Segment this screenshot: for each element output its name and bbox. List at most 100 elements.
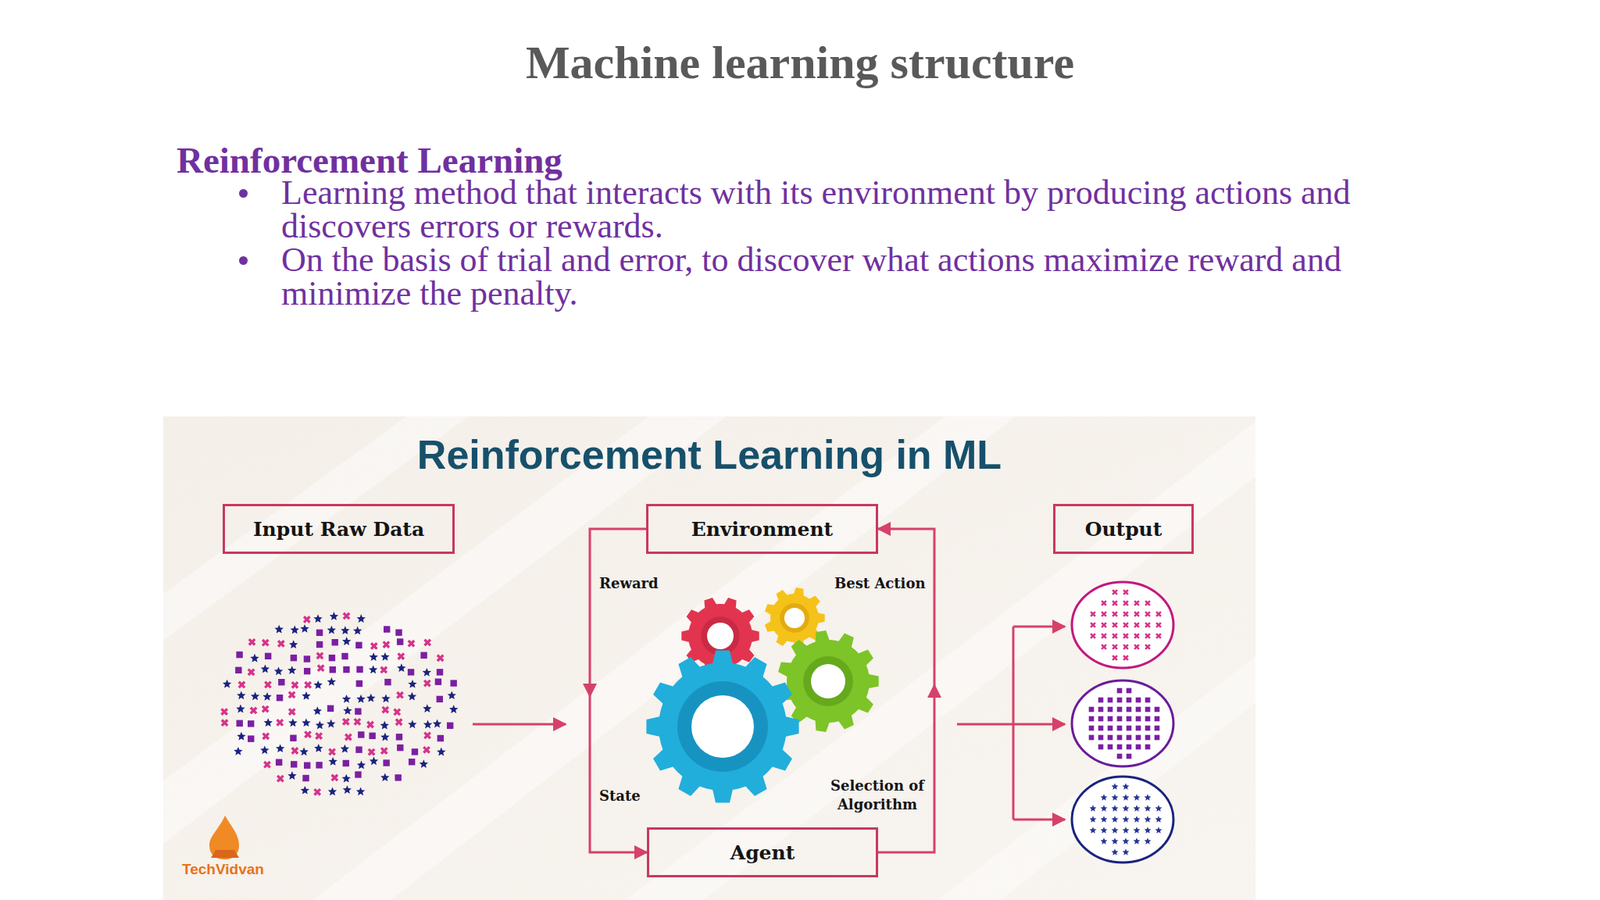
star-mark <box>1122 837 1130 845</box>
cross-mark <box>1121 609 1131 619</box>
cross-mark <box>1088 620 1098 630</box>
bullet-dot <box>239 256 248 265</box>
square-mark <box>354 771 361 778</box>
star-mark <box>329 611 339 621</box>
star-mark <box>1100 804 1108 812</box>
raw-data-cloud <box>218 610 459 798</box>
square-mark <box>356 680 363 687</box>
cross-mark <box>262 678 275 691</box>
square-mark <box>1145 707 1151 713</box>
cross-mark <box>1110 598 1120 608</box>
star-mark <box>1111 804 1119 812</box>
cross-mark <box>1121 653 1131 663</box>
star-mark <box>380 772 390 782</box>
cross-mark <box>342 731 354 743</box>
star-mark <box>1133 793 1141 801</box>
cross-mark <box>1110 642 1120 652</box>
gear-hole <box>707 622 734 650</box>
cross-mark <box>1088 631 1098 641</box>
cross-mark <box>1121 631 1131 641</box>
star-mark <box>340 625 350 635</box>
loop-label: State <box>599 787 641 804</box>
square-mark <box>450 679 457 686</box>
square-mark <box>303 762 311 769</box>
star-mark <box>1144 804 1152 812</box>
square-mark <box>1098 707 1104 713</box>
star-mark <box>432 719 442 729</box>
logo-base <box>210 850 240 858</box>
square-mark <box>1135 716 1142 722</box>
gear-ring <box>700 616 740 655</box>
star-mark <box>1111 837 1119 845</box>
star-mark <box>300 785 310 795</box>
star-mark <box>369 756 379 765</box>
output-clusters <box>1071 582 1174 863</box>
square-mark <box>1126 744 1133 750</box>
square-mark <box>1107 735 1114 741</box>
square-mark <box>1117 688 1123 694</box>
square-mark <box>1089 735 1095 741</box>
square-mark <box>394 774 401 781</box>
square-mark <box>420 652 427 659</box>
cross-mark <box>405 637 418 650</box>
star-mark <box>366 693 375 703</box>
square-mark <box>411 748 418 755</box>
panel-title: Reinforcement Learning in ML <box>163 431 1256 479</box>
square-mark <box>315 761 322 768</box>
star-mark <box>328 787 337 797</box>
gear-hole <box>691 695 754 758</box>
stripe <box>937 656 1256 900</box>
cross-mark <box>421 729 434 742</box>
star-mark <box>1100 815 1108 823</box>
square-mark <box>1117 725 1123 732</box>
star-mark <box>1144 826 1152 834</box>
cross-mark <box>218 706 231 718</box>
cross-mark <box>434 652 447 665</box>
gear <box>778 630 879 733</box>
square-mark <box>289 735 297 742</box>
box-text: Environment <box>691 517 833 541</box>
square-mark <box>329 666 336 673</box>
cross-mark <box>364 718 377 731</box>
square-mark <box>446 722 454 729</box>
star-mark <box>235 704 245 714</box>
star-mark <box>315 721 325 730</box>
cross-mark <box>261 758 274 771</box>
loop-label: Selection of Algorithm <box>812 776 943 815</box>
star-mark <box>328 757 338 766</box>
cross-mark <box>302 678 315 691</box>
square-mark <box>356 666 363 673</box>
star-mark <box>1089 826 1097 834</box>
star-mark <box>236 691 246 700</box>
star-mark <box>1111 848 1119 856</box>
cross-mark <box>1099 642 1109 652</box>
cross-mark <box>245 666 258 679</box>
cross-mark <box>1099 609 1109 619</box>
star-mark <box>1155 804 1163 812</box>
agent-box: Agent <box>646 827 879 878</box>
square-mark <box>1089 707 1095 713</box>
cross-mark <box>391 706 404 718</box>
cross-mark <box>314 662 327 675</box>
square-mark <box>1126 716 1133 722</box>
star-mark <box>357 760 366 770</box>
square-mark <box>1145 744 1151 750</box>
cluster-outline <box>1071 776 1174 863</box>
square-mark <box>1154 707 1161 713</box>
star-mark <box>342 694 351 704</box>
star-mark <box>1100 826 1108 834</box>
star-mark <box>260 664 270 674</box>
square-mark <box>328 654 336 661</box>
star-mark <box>290 625 300 635</box>
star-mark <box>342 774 351 783</box>
star-mark <box>313 706 322 715</box>
square-mark <box>264 653 272 660</box>
cross-mark <box>1132 642 1142 652</box>
cross-mark <box>1153 620 1164 630</box>
star-mark <box>381 694 390 704</box>
star-mark <box>342 785 352 794</box>
square-mark <box>1098 697 1104 704</box>
square-mark <box>1145 716 1151 722</box>
star-mark <box>327 677 336 686</box>
environment-box: Environment <box>646 503 879 554</box>
